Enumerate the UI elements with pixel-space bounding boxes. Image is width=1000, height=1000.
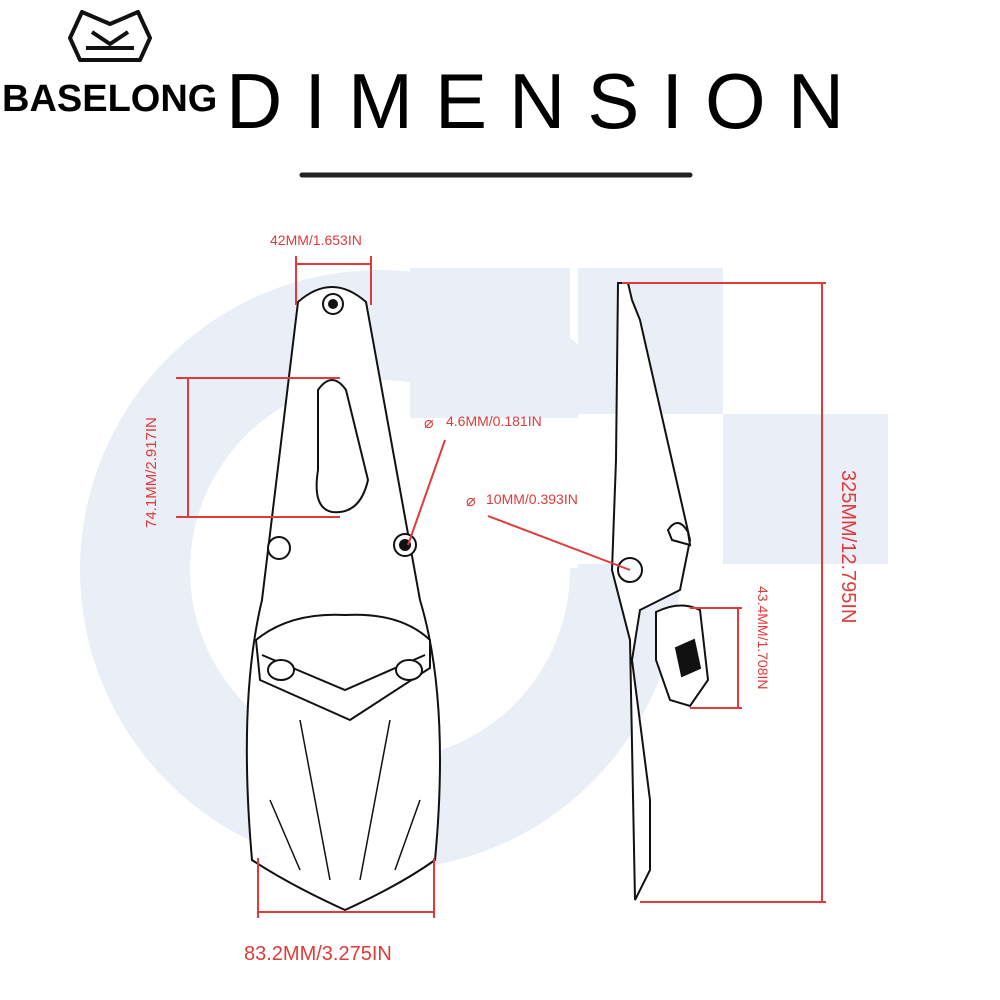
label-total-length: 325MM/12.795IN [837,470,859,623]
label-bottom-width: 83.2MM/3.275IN [244,943,392,965]
brand-name: BASELONG [2,78,218,120]
page-title: DIMENSION [226,57,867,145]
label-small-hole: 4.6MM/0.181IN [446,413,542,429]
label-bracket-height: 43.4MM/1.708IN [755,586,771,690]
label-large-hole: 10MM/0.393IN [486,491,578,507]
diameter-symbol-large: ⌀ [466,493,476,510]
diameter-symbol-small: ⌀ [424,415,434,432]
dimension-lines [176,256,826,918]
label-top-width: 42MM/1.653IN [270,232,362,248]
label-slot-height: 74.1MM/2.917IN [143,417,160,528]
fender-front-view [245,286,441,912]
baselong-crown-logo [68,10,152,62]
fender-side-view [610,282,710,901]
background-watermark [80,268,888,870]
